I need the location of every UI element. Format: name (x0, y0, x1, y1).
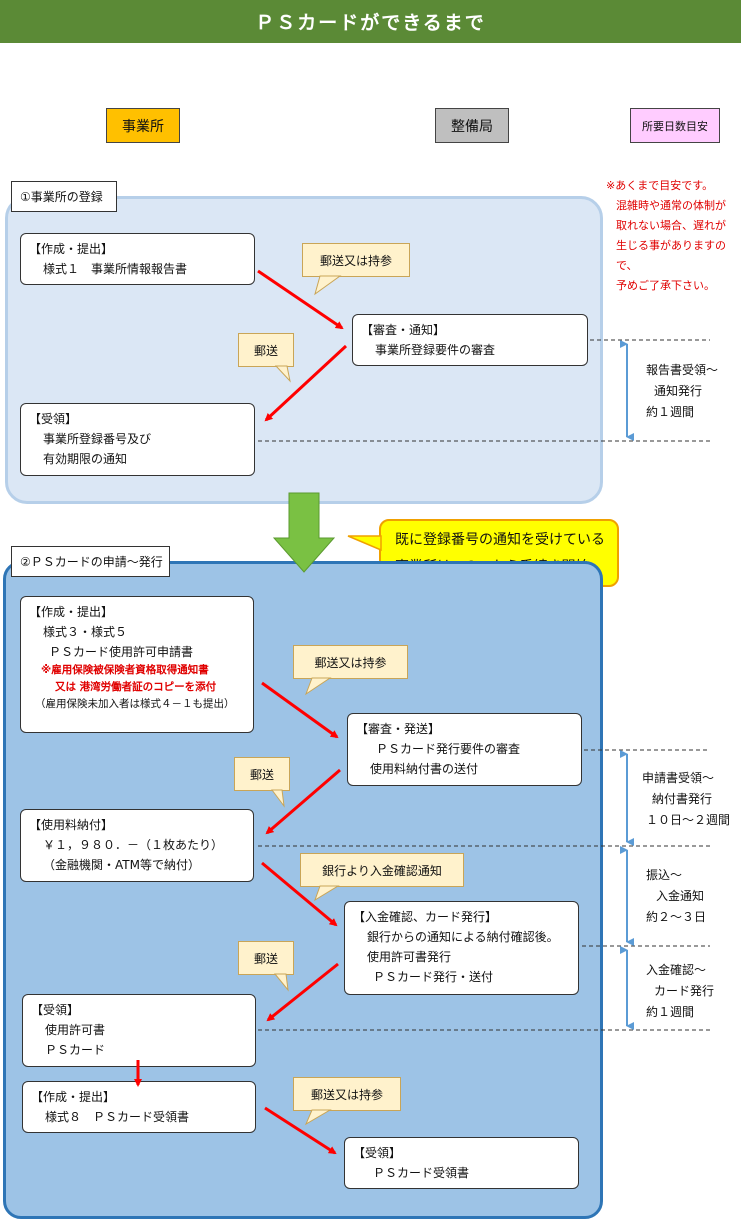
days-line: １０日～２週間 (646, 813, 731, 827)
column-header-office: 事業所 (106, 108, 180, 143)
box-title: 【作成・提出】 (29, 242, 114, 256)
note-line: 予めご了承下さい。 (616, 279, 715, 292)
s2-callout-mail-or-bring-2: 郵送又は持参 (293, 1077, 401, 1111)
box-title: 【作成・提出】 (29, 605, 114, 619)
s2-submit-box: 【作成・提出】 様式３・様式５ ＰＳカード使用許可申請書 ※雇用保険被保険者資格… (20, 596, 254, 733)
box-small-note: （雇用保険未加入者は様式４－１も提出） (35, 698, 235, 710)
callout-tail (347, 535, 382, 552)
box-line: ￥１，９８０．－（１枚あたり） (43, 838, 224, 852)
s2-review-box: 【審査・発送】 ＰＳカード発行要件の審査 使用料納付書の送付 (347, 713, 582, 786)
box-line: （金融機関・ATM等で納付） (43, 858, 200, 872)
column-header-bureau: 整備局 (435, 108, 509, 143)
box-title: 【受領】 (31, 1003, 80, 1017)
days-line: 納付書発行 (652, 792, 713, 806)
days-line: 報告書受領～ (646, 363, 719, 377)
s1-callout-mail-or-bring: 郵送又は持参 (302, 243, 410, 277)
days-line: 約１週間 (646, 405, 695, 419)
box-title: 【受領】 (29, 412, 78, 426)
disclaimer-note: ※あくまで目安です。 混雑時や通常の体制が 取れない場合、遅れが 生じる事があり… (606, 176, 741, 296)
s2-confirm-box: 【入金確認、カード発行】 銀行からの通知による納付確認後。 使用許可書発行 ＰＳ… (344, 901, 579, 995)
days-line: 入金確認～ (646, 963, 707, 977)
note-line: 生じる事がありますので、 (616, 239, 726, 272)
box-red-note: 又は 港湾労働者証のコピーを添付 (55, 681, 217, 693)
s1-days-estimate: 報告書受領～ 通知発行 約１週間 (646, 360, 718, 423)
s2-receive-box: 【受領】 使用許可書 ＰＳカード (22, 994, 256, 1067)
s1-submit-box: 【作成・提出】 様式１ 事業所情報報告書 (20, 233, 255, 285)
s2-callout-mail-or-bring-1: 郵送又は持参 (293, 645, 408, 679)
box-title: 【審査・通知】 (361, 323, 446, 337)
days-line: カード発行 (654, 984, 715, 998)
box-line: 事業所登録要件の審査 (375, 343, 496, 357)
s2-receive2-box: 【受領】 ＰＳカード受領書 (344, 1137, 579, 1189)
s1-receive-box: 【受領】 事業所登録番号及び 有効期限の通知 (20, 403, 255, 476)
s2-submit2-box: 【作成・提出】 様式８ ＰＳカード受領書 (22, 1081, 256, 1133)
box-line: ＰＳカード受領書 (373, 1166, 470, 1180)
s2-days-estimate-2: 振込～ 入金通知 約２～３日 (646, 865, 706, 928)
box-line: ＰＳカード (45, 1043, 106, 1057)
s2-days-estimate-3: 入金確認～ カード発行 約１週間 (646, 960, 714, 1023)
box-line: ＰＳカード発行要件の審査 (376, 742, 521, 756)
box-line: 使用料納付書の送付 (370, 762, 479, 776)
s2-days-estimate-1: 申請書受領～ 納付書発行 １０日～２週間 (642, 768, 730, 831)
box-title: 【受領】 (353, 1146, 402, 1160)
s1-callout-mail: 郵送 (238, 333, 294, 367)
s2-pay-box: 【使用料納付】 ￥１，９８０．－（１枚あたり） （金融機関・ATM等で納付） (20, 809, 254, 882)
box-line: 様式３・様式５ (43, 625, 128, 639)
box-line: 銀行からの通知による納付確認後。 (367, 930, 559, 944)
days-line: 入金通知 (656, 889, 705, 903)
section2-label: ②ＰＳカードの申請～発行 (11, 546, 170, 577)
box-line: ＰＳカード発行・送付 (373, 970, 494, 984)
section1-label: ①事業所の登録 (11, 181, 117, 212)
notice-line: 既に登録番号の通知を受けている (395, 532, 605, 548)
box-line: 有効期限の通知 (43, 452, 128, 466)
note-line: ※あくまで目安です。 (606, 179, 714, 192)
s2-callout-bank: 銀行より入金確認通知 (300, 853, 464, 887)
box-red-note: ※雇用保険被保険者資格取得通知書 (41, 664, 209, 676)
box-title: 【審査・発送】 (356, 722, 441, 736)
note-line: 混雑時や通常の体制が (616, 199, 726, 212)
box-title: 【入金確認、カード発行】 (353, 910, 498, 924)
box-title: 【作成・提出】 (31, 1090, 116, 1104)
days-line: 申請書受領～ (642, 771, 715, 785)
s2-callout-mail-2: 郵送 (238, 941, 294, 975)
days-line: 約２～３日 (646, 910, 707, 924)
box-line: 様式８ ＰＳカード受領書 (45, 1110, 190, 1124)
note-line: 取れない場合、遅れが (616, 219, 726, 232)
s1-review-box: 【審査・通知】 事業所登録要件の審査 (352, 314, 588, 366)
days-line: 通知発行 (654, 384, 703, 398)
box-line: 使用許可書発行 (367, 950, 452, 964)
days-line: 約１週間 (646, 1005, 695, 1019)
box-line: ＰＳカード使用許可申請書 (49, 645, 194, 659)
box-line: 様式１ 事業所情報報告書 (43, 262, 188, 276)
page-title: ＰＳカードができるまで (0, 0, 741, 43)
box-line: 事業所登録番号及び (43, 432, 152, 446)
column-header-days: 所要日数目安 (630, 108, 720, 143)
s2-callout-mail-1: 郵送 (234, 757, 290, 791)
box-line: 使用許可書 (45, 1023, 106, 1037)
days-line: 振込～ (646, 868, 683, 882)
box-title: 【使用料納付】 (29, 818, 114, 832)
